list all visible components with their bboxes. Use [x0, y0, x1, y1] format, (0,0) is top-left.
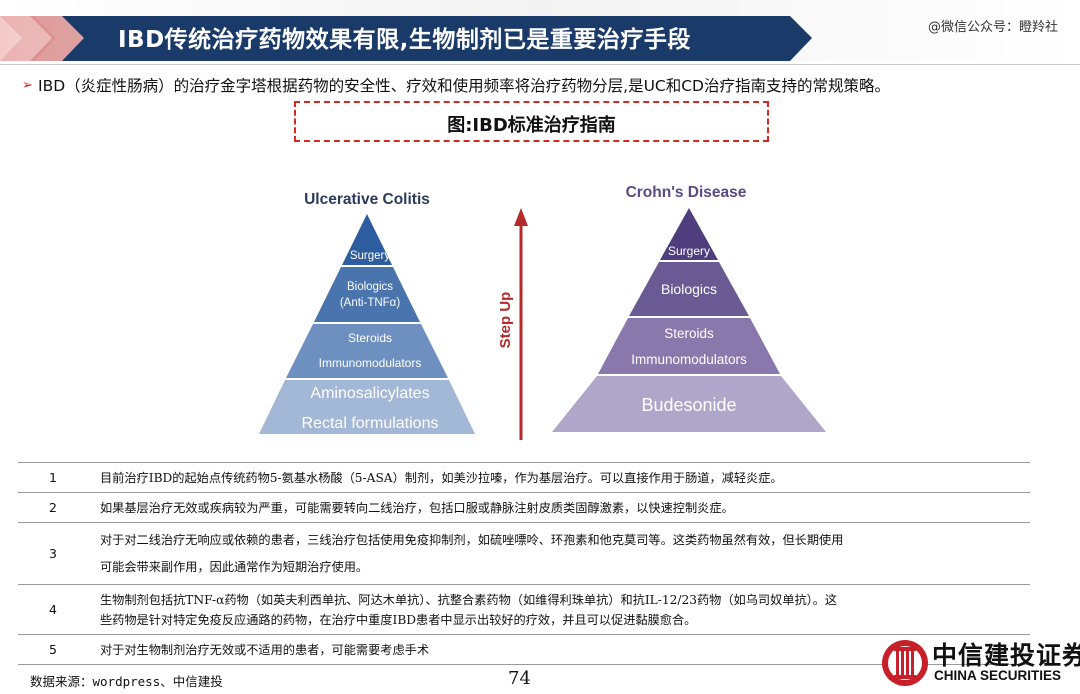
cd-budesonide-label: Budesonide [641, 395, 736, 415]
cd-surgery-label: Surgery [668, 244, 710, 258]
bullet-text: IBD（炎症性肠病）的治疗金字塔根据药物的安全性、疗效和使用频率将治疗药物分层,… [38, 77, 890, 95]
logo-chinese-text: 中信建投证券 [932, 641, 1080, 670]
header-banner [0, 16, 1080, 61]
uc-tier-biologics [314, 267, 420, 322]
row-text-line: 对于对生物制剂治疗无效或不适用的患者，可能需要考虑手术 [100, 642, 430, 657]
table-row: 1 目前治疗IBD的起始点传统药物5-氨基水杨酸（5-ASA）制剂，如美沙拉嗪，… [18, 462, 1030, 493]
step-up-label: Step Up [497, 292, 514, 349]
table-row: 4 生物制剂包括抗TNF-α药物（如英夫利西单抗、阿达木单抗）、抗整合素药物（如… [18, 584, 1030, 635]
page-number: 74 [508, 668, 531, 689]
cd-biologics-label: Biologics [661, 281, 717, 297]
data-source: 数据来源：wordpress、中信建投 [30, 674, 223, 689]
uc-biologics-sub-label: (Anti-TNFα) [340, 297, 400, 309]
page-title: IBD传统治疗药物效果有限,生物制剂已是重要治疗手段 [118, 27, 691, 53]
uc-surgery-label: Surgery [350, 250, 391, 262]
uc-tier-surgery [342, 214, 392, 265]
row-text: 对于对生物制剂治疗无效或不适用的患者，可能需要考虑手术 [88, 634, 1030, 665]
uc-aminosalicylates-label: Aminosalicylates [310, 385, 429, 402]
cd-immunomodulators-label: Immunomodulators [631, 352, 747, 367]
wechat-watermark: @微信公众号：瞪羚社 [927, 20, 1058, 35]
row-number: 4 [18, 584, 88, 635]
header-top-gradient [0, 0, 1080, 16]
cd-tier-budesonide [552, 376, 826, 432]
logo-mark-icon [882, 640, 928, 686]
cd-tier-biologics [629, 262, 749, 316]
row-text: 目前治疗IBD的起始点传统药物5-氨基水杨酸（5-ASA）制剂，如美沙拉嗪，作为… [88, 462, 1030, 493]
uc-tier-steroids [286, 324, 448, 378]
table-row: 3 对于对二线治疗无响应或依赖的患者，三线治疗包括使用免疫抑制剂，如硫唑嘌呤、环… [18, 522, 1030, 585]
row-text-line: 生物制剂包括抗TNF-α药物（如英夫利西单抗、阿达木单抗）、抗整合素药物（如维得… [100, 592, 838, 607]
china-securities-logo: 中信建投证券 CHINA SECURITIES [880, 634, 1080, 692]
ibd-treatment-pyramids: Ulcerative Colitis Surgery Biologics (An… [259, 184, 826, 440]
row-text-line: 目前治疗IBD的起始点传统药物5-氨基水杨酸（5-ASA）制剂，如美沙拉嗪，作为… [100, 470, 783, 485]
row-text-line: 对于对二线治疗无响应或依赖的患者，三线治疗包括使用免疫抑制剂，如硫唑嘌呤、环孢素… [100, 532, 844, 547]
cd-tier-steroids [598, 318, 780, 374]
row-text: 对于对二线治疗无响应或依赖的患者，三线治疗包括使用免疫抑制剂，如硫唑嘌呤、环孢素… [88, 522, 1030, 585]
row-number: 5 [18, 634, 88, 665]
cd-steroids-label: Steroids [664, 326, 714, 341]
row-text-line: 如果基层治疗无效或疾病较为严重，可能需要转向二线治疗，包括口服或静脉注射皮质类固… [100, 500, 734, 515]
table-row: 2 如果基层治疗无效或疾病较为严重，可能需要转向二线治疗，包括口服或静脉注射皮质… [18, 492, 1030, 523]
logo-english-text: CHINA SECURITIES [934, 668, 1062, 683]
uc-rectal-label: Rectal formulations [302, 415, 439, 432]
uc-steroids-label: Steroids [348, 331, 392, 345]
row-text: 生物制剂包括抗TNF-α药物（如英夫利西单抗、阿达木单抗）、抗整合素药物（如维得… [88, 584, 1030, 635]
row-number: 2 [18, 492, 88, 523]
row-text: 如果基层治疗无效或疾病较为严重，可能需要转向二线治疗，包括口服或静脉注射皮质类固… [88, 492, 1030, 523]
bullet-arrow-icon: ➢ [22, 78, 33, 93]
treatment-steps-table: 1 目前治疗IBD的起始点传统药物5-氨基水杨酸（5-ASA）制剂，如美沙拉嗪，… [18, 462, 1030, 665]
cd-tier-surgery [660, 208, 718, 260]
row-number: 1 [18, 462, 88, 493]
row-text-line: 些药物是针对特定免疫反应通路的药物，在治疗中重度IBD患者中显示出较好的疗效，并… [100, 612, 697, 627]
cd-title: Crohn's Disease [626, 184, 747, 201]
step-up-arrow-head [514, 208, 528, 226]
uc-biologics-label: Biologics [347, 281, 393, 293]
uc-title: Ulcerative Colitis [304, 191, 430, 208]
row-number: 3 [18, 522, 88, 585]
figure-caption-box: 图:IBD标准治疗指南 [294, 101, 769, 142]
figure-caption: 图:IBD标准治疗指南 [447, 115, 616, 136]
table-row: 5 对于对生物制剂治疗无效或不适用的患者，可能需要考虑手术 [18, 634, 1030, 665]
row-text-line: 可能会带来副作用，因此通常作为短期治疗使用。 [100, 559, 369, 574]
header-divider [0, 64, 1080, 65]
uc-tier-aminosalicylates [259, 380, 475, 434]
uc-immunomodulators-label: Immunomodulators [319, 356, 422, 370]
